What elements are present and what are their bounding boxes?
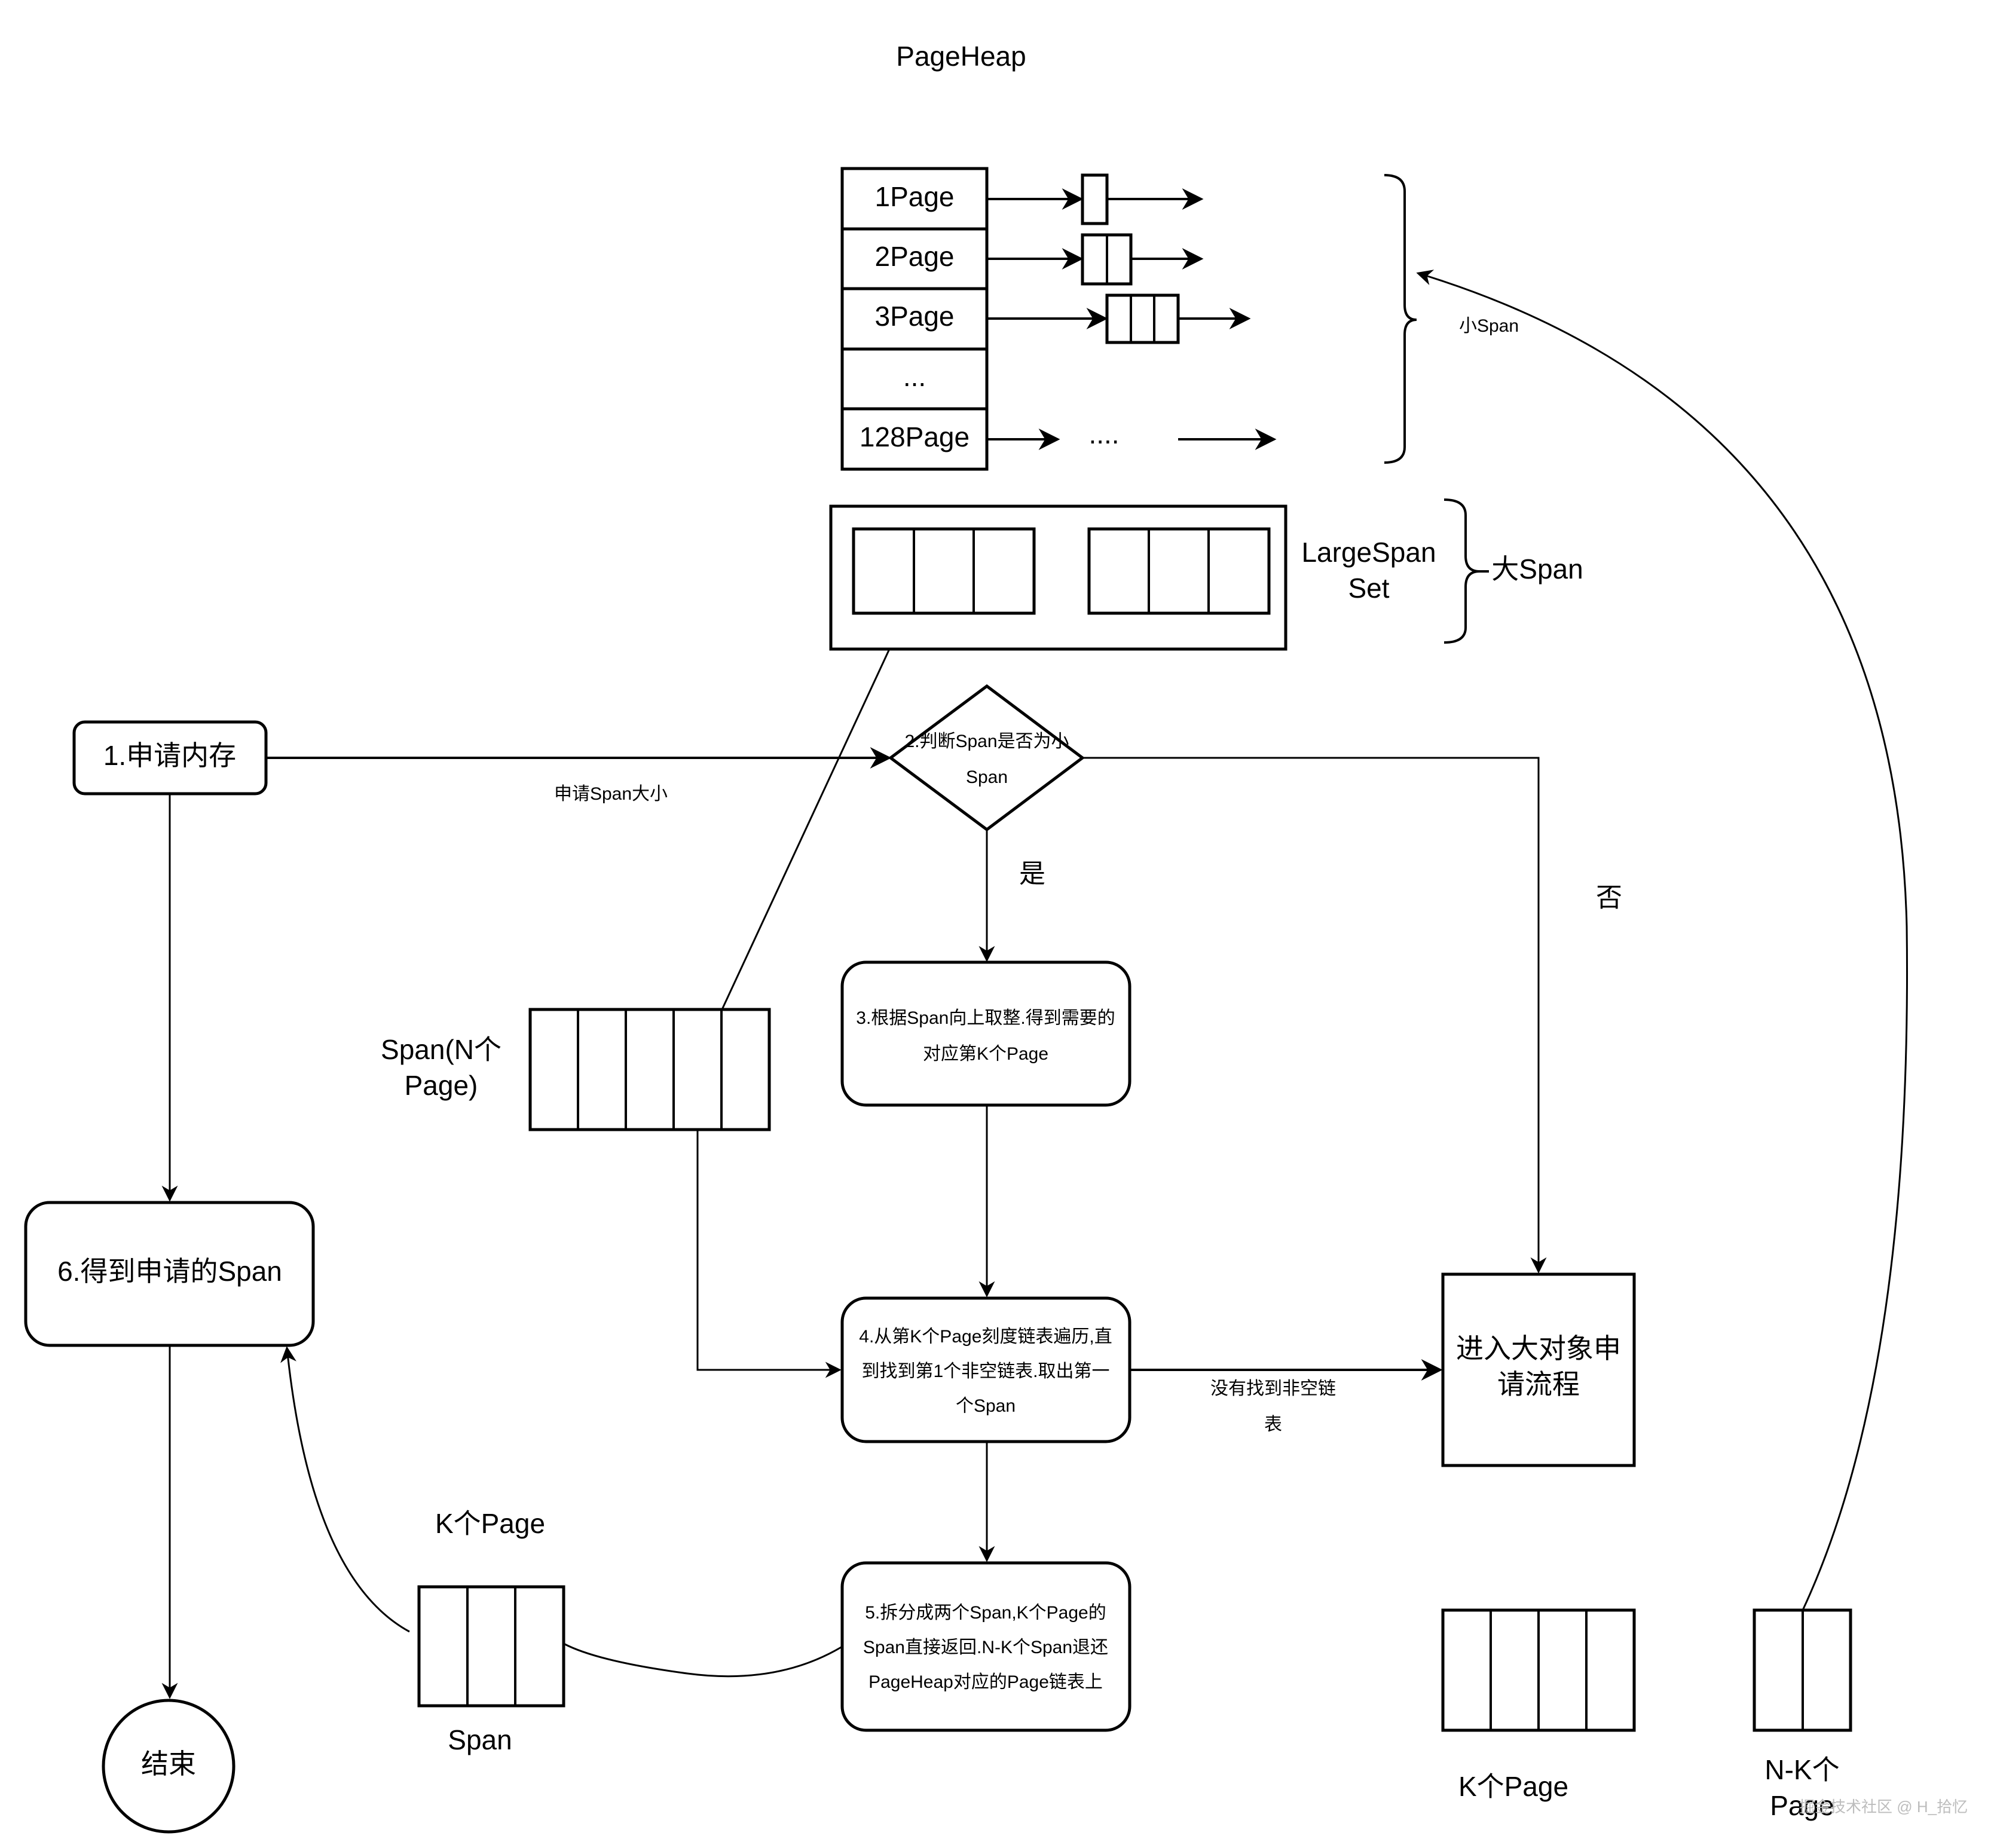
- yes-label: 是: [1019, 859, 1045, 889]
- spanN-block: [528, 1008, 771, 1131]
- spanN-box: [528, 1008, 771, 1131]
- nk-return-curve: [1416, 270, 1909, 1611]
- large-span-set-label-1: LargeSpan: [1301, 537, 1436, 568]
- step5-label-1: 5.拆分成两个Span,K个Page的: [865, 1603, 1106, 1623]
- split-k-block: [1441, 1608, 1636, 1732]
- span-3page: [1105, 293, 1180, 344]
- watermark: 掘金技术社区 @ H_拾忆: [1799, 1798, 1968, 1816]
- large-span-set-label-2: Set: [1348, 573, 1389, 604]
- step2-decision: [888, 684, 1085, 832]
- no-label: 否: [1596, 883, 1622, 913]
- page-row-1: [840, 167, 989, 231]
- step3-label-1: 3.根据Span向上取整.得到需要的: [856, 1008, 1115, 1028]
- step3-box: [840, 960, 1131, 1107]
- page-row-128-label: 128Page: [860, 421, 970, 452]
- large-span-brace-label: 大Span: [1491, 553, 1583, 585]
- spanK-bottom-label: Span: [448, 1724, 512, 1755]
- spanN-to-step4-arrow: [696, 1130, 842, 1378]
- largeset-to-spanN-line: [721, 648, 891, 1010]
- small-span-brace: [1384, 174, 1417, 464]
- step1-label: 1.申请内存: [103, 740, 236, 771]
- spanK-top-label: K个Page: [435, 1508, 545, 1539]
- large-span-brace: [1443, 498, 1489, 644]
- step6-label: 6.得到申请的Span: [57, 1256, 282, 1287]
- large-span-2: [1087, 527, 1271, 615]
- large-object-label-2: 请流程: [1497, 1369, 1580, 1400]
- split-nk-block: [1753, 1608, 1852, 1732]
- spanK-to-step6-curve: [280, 1346, 410, 1633]
- large-span-set: [829, 504, 1287, 651]
- split-nk-label-2: Page: [1770, 1790, 1834, 1821]
- step4-label-3: 个Span: [956, 1396, 1016, 1416]
- page-row-1-label: 1Page: [874, 181, 954, 212]
- step4-label-1: 4.从第K个Page刻度链表遍历,直: [859, 1327, 1112, 1347]
- page-row-128: [840, 407, 989, 471]
- spanN-label-2: Page): [405, 1070, 478, 1101]
- page-row-ellipsis-label: ...: [903, 361, 926, 392]
- page-row-ellipsis: [840, 347, 989, 411]
- chain-128-ellipsis: ....: [1088, 418, 1119, 449]
- diagram-title: PageHeap: [896, 41, 1026, 72]
- small-span-label: 小Span: [1459, 316, 1519, 336]
- step5-label-3: PageHeap对应的Page链表上: [868, 1672, 1103, 1692]
- not-found-label-2: 表: [1264, 1415, 1282, 1434]
- split-nk-label-1: N-K个: [1764, 1754, 1839, 1785]
- page-row-3-label: 3Page: [874, 301, 954, 332]
- page-table: 1Page 2Page 3Page ... 128Page: [840, 167, 989, 471]
- end-label: 结束: [141, 1748, 196, 1779]
- spanK-box: [417, 1585, 565, 1708]
- step2-label-1: 2.判断Span是否为小: [904, 732, 1069, 751]
- step3-label-2: 对应第K个Page: [923, 1044, 1048, 1064]
- large-span-1: [852, 527, 1036, 615]
- end-node: [102, 1699, 236, 1834]
- step4-label-2: 到找到第1个非空链表.取出第一: [861, 1361, 1109, 1381]
- spanK-block: [417, 1585, 565, 1708]
- span-1page: [1081, 173, 1109, 225]
- request-size-label: 申请Span大小: [554, 784, 668, 804]
- spanN-label-1: Span(N个: [381, 1034, 501, 1065]
- step2-label-2: Span: [966, 767, 1008, 787]
- not-found-label-1: 没有找到非空链: [1210, 1379, 1336, 1399]
- step5-to-spanK-curve: [563, 1642, 843, 1678]
- page-chains: ....: [987, 173, 1277, 450]
- large-object-label-1: 进入大对象申: [1456, 1333, 1621, 1364]
- step2-no-arrow: [1082, 757, 1547, 1274]
- step5-label-2: Span直接返回.N-K个Span退还: [863, 1638, 1108, 1657]
- large-object-box: [1441, 1272, 1636, 1467]
- split-k-label: K个Page: [1458, 1771, 1568, 1802]
- page-row-2-label: 2Page: [874, 241, 954, 272]
